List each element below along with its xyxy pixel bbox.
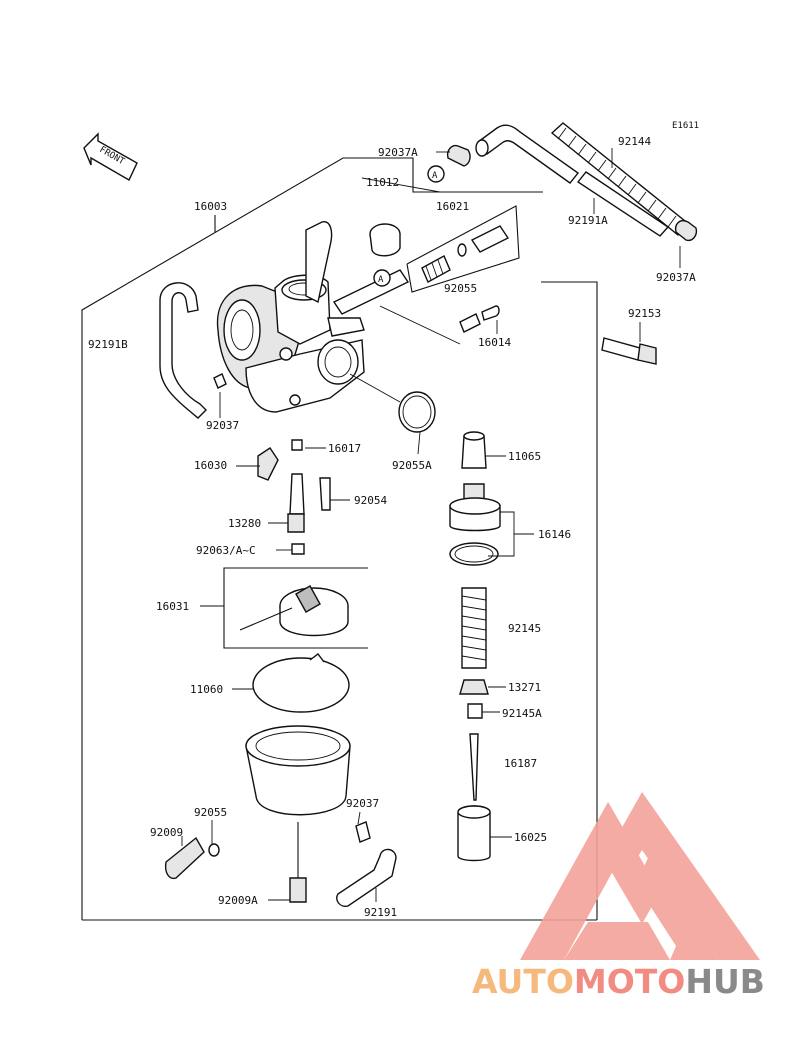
- label-92055-bottom: 92055: [194, 806, 227, 819]
- label-16187: 16187: [504, 757, 537, 770]
- watermark-part2: MOTO: [573, 962, 686, 1001]
- frame-lines: [81, 157, 598, 921]
- label-92009a: 92009A: [218, 894, 258, 907]
- label-11060: 11060: [190, 683, 223, 696]
- label-92191b: 92191B: [88, 338, 128, 351]
- ref-marker-a-body-label: A: [378, 275, 384, 285]
- small-parts-left: [257, 439, 331, 555]
- ref-marker-a-top-label: A: [432, 171, 438, 181]
- label-92144: 92144: [618, 135, 651, 148]
- ref-marker-a-top: [427, 165, 445, 183]
- watermark-brand: AUTOMOTOHUB: [472, 962, 765, 1001]
- label-92145a: 92145A: [502, 707, 542, 720]
- ref-marker-a-body: [373, 269, 391, 287]
- label-16003: 16003: [194, 200, 227, 213]
- label-11012: 11012: [366, 176, 399, 189]
- float-box: [223, 567, 368, 649]
- hose-left: [159, 282, 207, 419]
- label-16021: 16021: [436, 200, 469, 213]
- label-92037-left: 92037: [206, 419, 239, 432]
- drain-screw: [164, 836, 220, 880]
- cap-ring: [369, 223, 401, 257]
- label-92037a-right: 92037A: [656, 271, 696, 284]
- label-92191: 92191: [364, 906, 397, 919]
- label-92037a-top: 92037A: [378, 146, 418, 159]
- label-92145: 92145: [508, 622, 541, 635]
- label-11065: 11065: [508, 450, 541, 463]
- label-92191a: 92191A: [568, 214, 608, 227]
- hose-bottom: [336, 848, 397, 908]
- fuel-hose-assembly: [446, 122, 698, 242]
- label-13271: 13271: [508, 681, 541, 694]
- label-16146: 16146: [538, 528, 571, 541]
- label-92009: 92009: [150, 826, 183, 839]
- pilot-screw: [459, 305, 500, 333]
- label-16025: 16025: [514, 831, 547, 844]
- label-92037-bottom: 92037: [346, 797, 379, 810]
- plunger-box: [406, 205, 520, 293]
- throttle-assembly: [449, 431, 501, 862]
- watermark-part1: AUTO: [472, 962, 574, 1001]
- float-bowl-gasket: [252, 657, 350, 713]
- label-92153: 92153: [628, 307, 661, 320]
- label-16030: 16030: [194, 459, 227, 472]
- mounting-bolt: [601, 337, 657, 365]
- label-16014: 16014: [478, 336, 511, 349]
- label-92055a: 92055A: [392, 459, 432, 472]
- automotohub-logo-icon: [520, 792, 760, 960]
- diagram-code: E1611: [672, 121, 699, 131]
- float-bowl: [245, 725, 371, 903]
- label-92055-top: 92055: [444, 282, 477, 295]
- watermark-part3: HUB: [685, 962, 765, 1001]
- label-13280: 13280: [228, 517, 261, 530]
- label-16017: 16017: [328, 442, 361, 455]
- label-92054: 92054: [354, 494, 387, 507]
- part-labels: E1611 92144 92037A 11012 16003 16021 921…: [88, 121, 699, 919]
- front-arrow-icon: FRONT: [83, 132, 138, 181]
- label-16031: 16031: [156, 600, 189, 613]
- o-ring-large: [398, 391, 436, 433]
- leader-lines: [181, 148, 681, 902]
- label-92063: 92063/A~C: [196, 544, 256, 557]
